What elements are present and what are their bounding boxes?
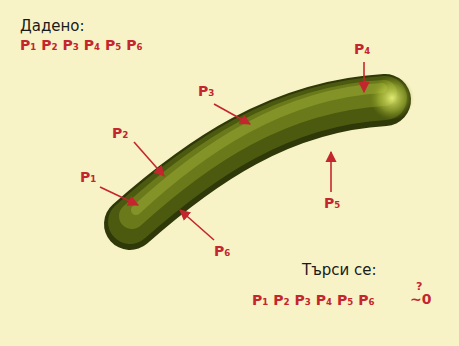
force-arrow [363,62,365,92]
force-label: P₁ [80,170,96,185]
curved-beam [130,76,414,224]
force-label: P₅ [324,196,340,211]
given-forces: P₁ P₂ P₃ P₄ P₅ P₆ [20,38,143,53]
force-arrow [100,187,138,205]
force-arrow [330,152,332,192]
force-arrow [214,104,250,124]
given-heading: Дадено: [20,18,85,35]
sought-forces: P₁ P₂ P₃ P₄ P₅ P₆ [252,293,375,308]
force-arrow [180,210,214,240]
force-label: P₃ [198,84,214,99]
force-arrow [134,142,164,176]
equilibrium-relation: ~0 [410,292,431,307]
force-arrows [100,62,364,240]
force-label: P₆ [214,244,230,259]
force-label: P₂ [112,126,128,141]
sought-heading: Търси се: [302,262,377,279]
force-label: P₄ [354,42,370,57]
